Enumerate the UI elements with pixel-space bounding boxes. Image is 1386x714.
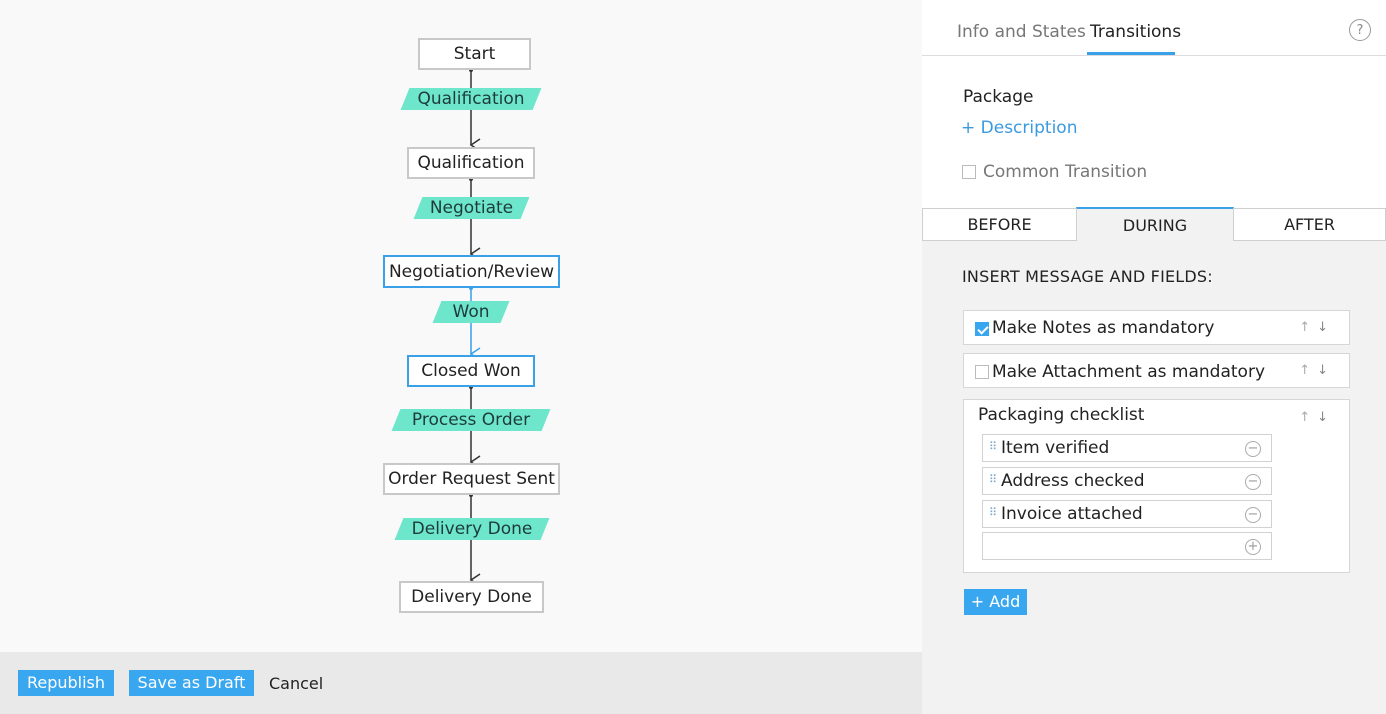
transition-qualification[interactable]: Qualification (400, 88, 542, 110)
field-label: Make Attachment as mandatory (992, 362, 1266, 382)
add-description-link[interactable]: + Description (961, 118, 1078, 138)
common-transition-option[interactable]: Common Transition (962, 162, 1147, 182)
move-down-icon[interactable]: ↓ (1317, 410, 1335, 425)
state-qualification[interactable]: Qualification (407, 147, 535, 179)
remove-item-icon[interactable]: − (1245, 474, 1261, 490)
state-negotiation-review[interactable]: Negotiation/Review (383, 255, 560, 288)
common-transition-checkbox[interactable] (962, 165, 976, 179)
state-delivery-done[interactable]: Delivery Done (399, 581, 544, 613)
transition-delivery-done[interactable]: Delivery Done (394, 518, 550, 540)
state-label: Qualification (417, 153, 525, 173)
field-label: Make Notes as mandatory (992, 318, 1215, 338)
state-label: Order Request Sent (388, 469, 555, 489)
reorder-arrows: ↑↓ (1299, 363, 1335, 378)
move-up-icon[interactable]: ↑ (1299, 363, 1318, 378)
transition-label: Qualification (417, 89, 525, 109)
add-field-button[interactable]: + Add (964, 589, 1027, 615)
remove-item-icon[interactable]: − (1245, 441, 1261, 457)
move-up-icon[interactable]: ↑ (1299, 410, 1318, 425)
save-as-draft-button[interactable]: Save as Draft (129, 670, 254, 696)
checklist-item-text[interactable]: Item verified (1001, 438, 1110, 458)
during-tab-content: INSERT MESSAGE AND FIELDS: Make Notes as… (922, 241, 1386, 714)
workflow-connectors (469, 68, 481, 587)
workflow-canvas[interactable]: Start Qualification Negotiation/Review C… (0, 0, 922, 652)
insert-heading: INSERT MESSAGE AND FIELDS: (962, 267, 1213, 286)
move-down-icon[interactable]: ↓ (1317, 320, 1335, 335)
transition-label: Negotiate (429, 198, 514, 218)
packaging-checklist: Packaging checklist ↑↓ ⠿ Item verified −… (963, 399, 1350, 573)
tab-after[interactable]: AFTER (1233, 208, 1386, 241)
checklist-item[interactable]: ⠿ Address checked − (982, 467, 1272, 495)
help-icon[interactable]: ? (1349, 19, 1371, 41)
state-label: Start (453, 44, 496, 64)
republish-button[interactable]: Republish (18, 670, 114, 696)
drag-handle-icon[interactable]: ⠿ (989, 440, 998, 453)
attachment-mandatory-checkbox[interactable] (975, 365, 989, 379)
drag-handle-icon[interactable]: ⠿ (989, 506, 998, 519)
reorder-arrows: ↑↓ (1299, 320, 1335, 335)
tab-during[interactable]: DURING (1076, 207, 1234, 241)
panel-tabs: Info and States Transitions ? (922, 0, 1386, 56)
transition-label: Delivery Done (411, 519, 533, 539)
transition-negotiate[interactable]: Negotiate (413, 197, 530, 219)
reorder-arrows: ↑↓ (1299, 410, 1335, 425)
transition-name: Package (963, 87, 1034, 107)
state-label: Delivery Done (411, 587, 532, 607)
add-item-icon[interactable]: + (1245, 539, 1261, 555)
notes-mandatory-checkbox[interactable] (975, 322, 989, 336)
tab-before[interactable]: BEFORE (922, 208, 1077, 241)
phase-tabs: BEFORE DURING AFTER (922, 207, 1386, 241)
transition-won[interactable]: Won (432, 301, 510, 323)
state-order-request-sent[interactable]: Order Request Sent (383, 463, 560, 495)
state-closed-won[interactable]: Closed Won (407, 355, 535, 387)
footer-bar: Republish Save as Draft Cancel (0, 652, 922, 714)
transition-process-order[interactable]: Process Order (391, 409, 551, 431)
common-transition-label: Common Transition (983, 162, 1148, 182)
move-up-icon[interactable]: ↑ (1299, 320, 1318, 335)
checklist-item-text[interactable]: Address checked (1001, 471, 1145, 491)
checklist-item[interactable]: ⠿ Invoice attached − (982, 500, 1272, 528)
transition-label: Process Order (411, 410, 531, 430)
field-make-notes-mandatory: Make Notes as mandatory ↑↓ (963, 310, 1350, 345)
remove-item-icon[interactable]: − (1245, 507, 1261, 523)
state-label: Closed Won (421, 361, 521, 381)
checklist-item-text[interactable]: Invoice attached (1001, 504, 1143, 524)
checklist-title: Packaging checklist (978, 405, 1145, 425)
state-start[interactable]: Start (418, 38, 531, 70)
active-tab-indicator (1087, 52, 1175, 55)
move-down-icon[interactable]: ↓ (1317, 363, 1335, 378)
cancel-button[interactable]: Cancel (269, 674, 324, 693)
tab-info-and-states[interactable]: Info and States (957, 22, 1086, 42)
state-label: Negotiation/Review (388, 261, 555, 282)
transition-panel: Info and States Transitions ? Package + … (922, 0, 1386, 714)
new-checklist-item-input[interactable]: + (982, 532, 1272, 560)
drag-handle-icon[interactable]: ⠿ (989, 473, 998, 486)
transition-label: Won (452, 302, 490, 322)
field-make-attachment-mandatory: Make Attachment as mandatory ↑↓ (963, 353, 1350, 388)
tab-transitions[interactable]: Transitions (1090, 22, 1182, 42)
checklist-item[interactable]: ⠿ Item verified − (982, 434, 1272, 462)
